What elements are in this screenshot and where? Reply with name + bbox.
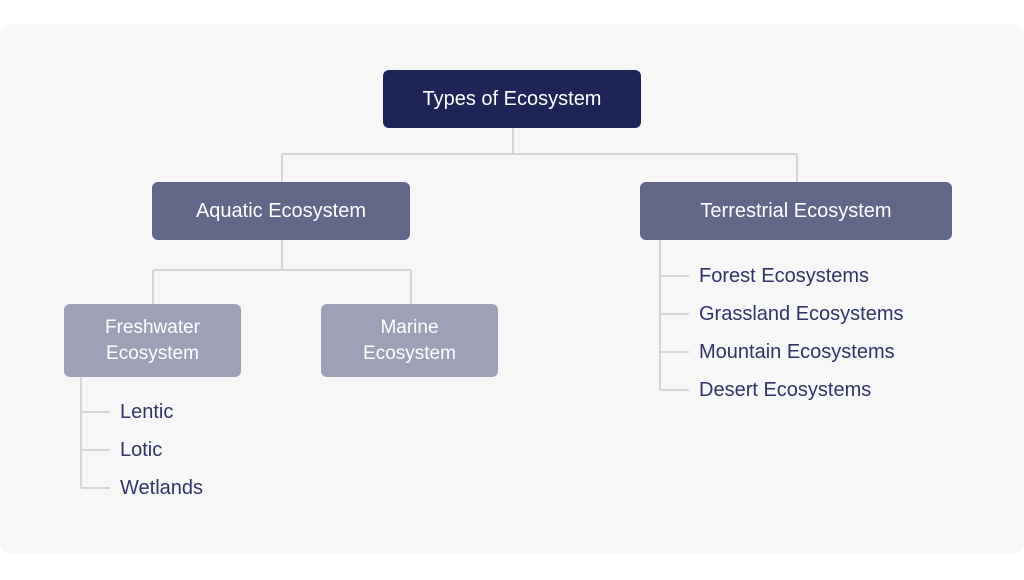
connector-aquatic <box>152 240 412 304</box>
root-node-label: Types of Ecosystem <box>422 88 602 110</box>
node-freshwater-ecosystem: Freshwater Ecosystem <box>64 304 241 377</box>
node-terrestrial-ecosystem: Terrestrial Ecosystem <box>640 182 952 240</box>
node-marine-ecosystem: Marine Ecosystem <box>321 304 498 377</box>
leaf-forest-ecosystems: Forest Ecosystems <box>699 265 870 287</box>
leaf-lentic: Lentic <box>120 401 174 423</box>
leaf-desert-ecosystems: Desert Ecosystems <box>699 379 872 401</box>
leaf-wetlands: Wetlands <box>120 477 204 499</box>
marine-node-label-line2: Ecosystem <box>363 342 456 364</box>
aquatic-node-label: Aquatic Ecosystem <box>195 200 367 222</box>
root-node-types-of-ecosystem: Types of Ecosystem <box>383 70 641 128</box>
leaf-mountain-ecosystems: Mountain Ecosystems <box>699 341 895 363</box>
freshwater-node-label-line1: Freshwater <box>104 316 201 338</box>
terrestrial-node-label: Terrestrial Ecosystem <box>700 200 892 222</box>
leaf-grassland-ecosystems: Grassland Ecosystems <box>699 303 904 325</box>
connector-terrestrial-items <box>659 240 689 391</box>
marine-node-label-line1: Marine <box>380 316 439 338</box>
freshwater-node-label-line2: Ecosystem <box>106 342 199 364</box>
leaf-lotic: Lotic <box>120 439 163 461</box>
node-aquatic-ecosystem: Aquatic Ecosystem <box>152 182 410 240</box>
connector-freshwater-items <box>80 377 110 489</box>
connector-root <box>281 128 798 182</box>
